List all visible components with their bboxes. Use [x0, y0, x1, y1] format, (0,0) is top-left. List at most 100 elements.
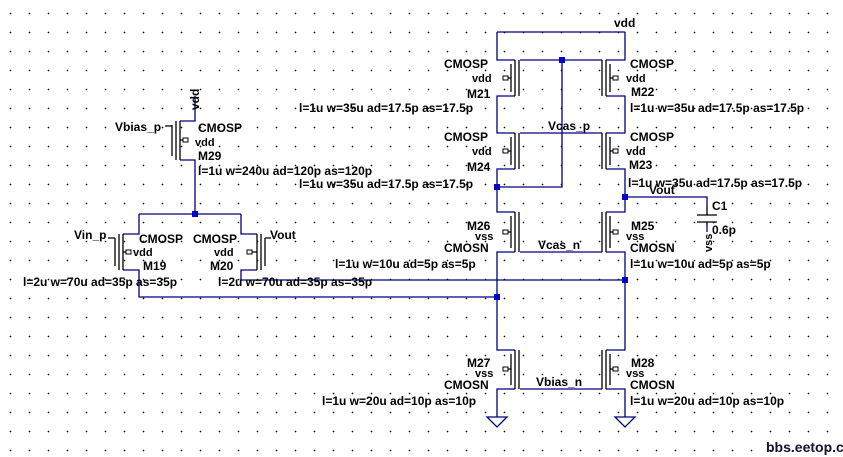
wire-m20-drain[interactable] — [240, 269, 625, 281]
net-label-vout-input: Vout — [270, 228, 296, 242]
ground-icon — [613, 416, 637, 428]
bulk-terminal-icon — [502, 366, 509, 372]
bulk-terminal-icon — [502, 75, 509, 81]
junction — [494, 184, 500, 190]
params-m27: l=1u w=20u ad=10p as=10p — [322, 394, 476, 408]
wire-m19-drain[interactable] — [123, 269, 497, 298]
transistor-m23[interactable] — [601, 133, 619, 169]
capacitor-c1[interactable] — [697, 205, 717, 226]
device-label-m25: M25 — [631, 219, 655, 233]
bulk-terminal-icon — [125, 249, 132, 255]
wire-m21-m24[interactable] — [496, 95, 515, 134]
net-label-vout: Vout — [649, 183, 675, 197]
model-label-m24: CMOSP — [444, 130, 488, 144]
device-label-m21: M21 — [467, 87, 491, 101]
net-label-vbias-p: Vbias_p — [115, 120, 161, 134]
wire-m22-m23[interactable] — [606, 95, 626, 134]
bulk-terminal-icon — [612, 229, 619, 235]
transistor-m24[interactable] — [502, 133, 520, 169]
wire-m26-m27[interactable] — [496, 251, 515, 351]
wire-m25-m28[interactable] — [606, 251, 626, 351]
bulk-terminal-icon — [182, 137, 189, 143]
params-m19: l=2u w=70u ad=35p as=35p — [23, 275, 177, 289]
model-label-m28: CMOSN — [630, 378, 675, 392]
device-label-m22: M22 — [631, 85, 655, 99]
net-label-m29-vdd: vdd — [188, 89, 202, 110]
bulk-label-m25: vss — [626, 231, 644, 243]
wire-m24-m26[interactable] — [496, 168, 515, 213]
params-m22: l=1u w=35u ad=17.5p as=17.5p — [630, 101, 804, 115]
bulk-label-m19: vdd — [133, 247, 153, 259]
params-m24: l=1u w=35u ad=17.5p as=17.5p — [299, 177, 473, 191]
params-m20: l=2u w=70u ad=35p as=35p — [218, 275, 372, 289]
bulk-label-m29: vdd — [195, 137, 215, 149]
transistor-m22[interactable] — [601, 60, 619, 96]
params-m29: l=1u w=240u ad=120p as=120p — [198, 164, 372, 178]
model-label-m21: CMOSP — [444, 57, 488, 71]
labels: vdd CMOSP vdd M21 l=1u w=35u ad=17.5p as… — [23, 16, 843, 455]
ground-icon — [485, 416, 509, 428]
net-label-vcas-p: Vcas_p — [548, 119, 590, 133]
model-label-m23: CMOSP — [630, 130, 674, 144]
bulk-label-m26: vss — [475, 231, 493, 243]
bulk-terminal-icon — [612, 75, 619, 81]
bulk-terminal-icon — [612, 148, 619, 154]
net-label-vcas-n: Vcas_n — [538, 238, 580, 252]
wire-vdd-rail[interactable] — [496, 31, 626, 61]
wire-ground[interactable] — [496, 388, 626, 417]
device-label-m29: M29 — [198, 149, 222, 163]
transistor-m26[interactable] — [502, 212, 520, 252]
bulk-label-m22: vdd — [626, 73, 646, 85]
bulk-label-m24: vdd — [472, 146, 492, 158]
net-label-vdd: vdd — [614, 16, 635, 30]
capacitor-ground-label: vss — [703, 234, 715, 252]
params-m21: l=1u w=35u ad=17.5p as=17.5p — [299, 101, 473, 115]
junction — [622, 277, 628, 283]
transistor-m29[interactable] — [165, 121, 189, 160]
model-label-m27: CMOSN — [444, 378, 489, 392]
model-label-m19: CMOSP — [139, 232, 183, 246]
junction — [192, 211, 198, 217]
bulk-terminal-icon — [502, 148, 509, 154]
junctions — [192, 57, 628, 300]
transistor-m28[interactable] — [601, 350, 619, 389]
wire-m29[interactable] — [180, 96, 196, 214]
bulk-label-m28: vss — [626, 368, 644, 380]
device-label-m23: M23 — [629, 158, 653, 172]
bulk-terminal-icon — [612, 366, 619, 372]
junction — [559, 57, 565, 63]
transistor-m21[interactable] — [502, 60, 520, 96]
wire-m23-vout[interactable] — [606, 168, 708, 213]
transistor-m25[interactable] — [601, 212, 619, 252]
model-label-m20: CMOSP — [193, 232, 237, 246]
capacitor-name: C1 — [712, 199, 728, 213]
devices — [108, 60, 717, 428]
model-label-m26: CMOSN — [444, 241, 489, 255]
device-label-m26: M26 — [467, 219, 491, 233]
params-m28: l=1u w=20u ad=10p as=10p — [630, 394, 784, 408]
bulk-terminal-icon — [502, 229, 509, 235]
bulk-label-m23: vdd — [626, 146, 646, 158]
bulk-terminal-icon — [246, 249, 253, 255]
bulk-label-m20: vdd — [214, 247, 234, 259]
device-label-m19: M19 — [143, 259, 167, 273]
transistor-m19[interactable] — [108, 234, 132, 270]
watermark: bbs.eetop.cn — [766, 439, 843, 455]
bulk-label-m21: vdd — [472, 73, 492, 85]
net-label-vin-p: Vin_p — [74, 228, 106, 242]
junction — [494, 294, 500, 300]
junction — [622, 194, 628, 200]
transistor-m27[interactable] — [502, 350, 520, 389]
wire-diff-tail[interactable] — [123, 213, 257, 235]
device-label-m28: M28 — [631, 356, 655, 370]
params-m25: l=1u w=10u ad=5p as=5p — [630, 257, 771, 271]
wires — [123, 31, 708, 417]
model-label-m29: CMOSP — [198, 121, 242, 135]
transistor-m20[interactable] — [246, 234, 271, 270]
device-label-m27: M27 — [467, 356, 491, 370]
params-m23: l=1u w=35u ad=17.5p as=17.5p — [628, 176, 802, 190]
model-label-m22: CMOSP — [630, 57, 674, 71]
model-label-m25: CMOSN — [630, 241, 675, 255]
